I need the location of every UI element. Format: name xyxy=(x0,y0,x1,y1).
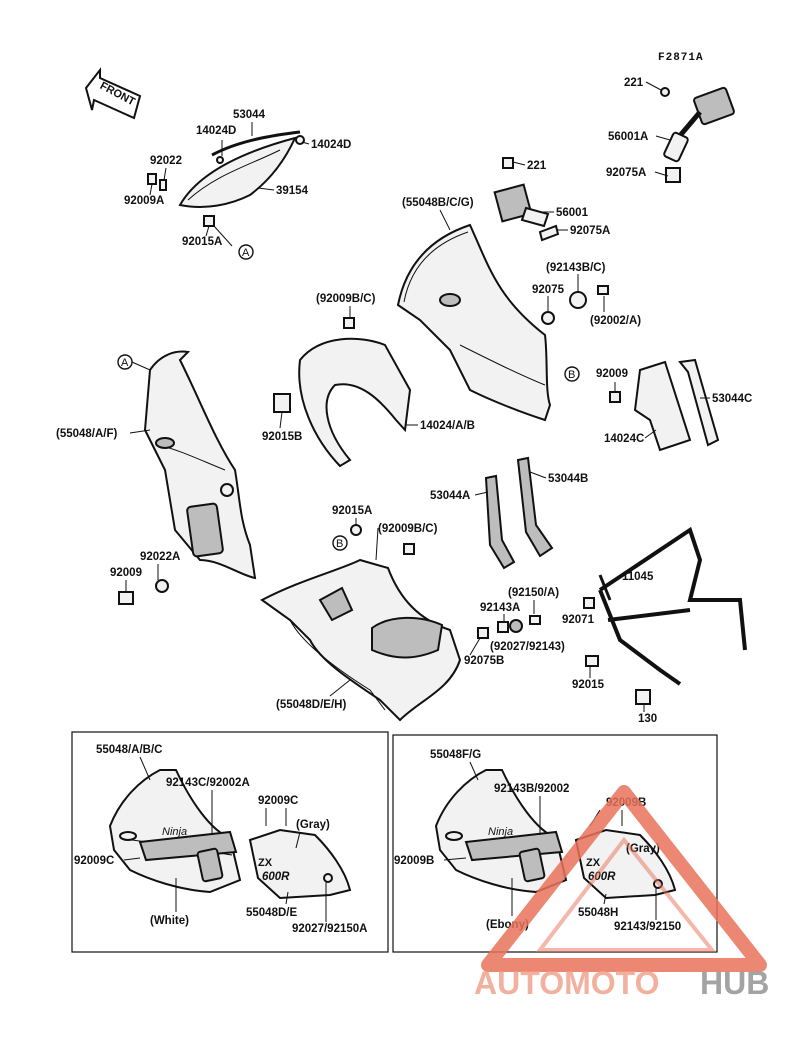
callout-92075B: 92075B xyxy=(464,655,504,667)
inset-left-55048DE: 55048D/E xyxy=(246,907,297,919)
trim-strips-53044AB-part xyxy=(484,456,554,570)
inset-left-92009C-left: 92009C xyxy=(74,855,114,867)
ref-marker-B-right: B xyxy=(568,369,575,381)
inset-right-55048FG: 55048F/G xyxy=(430,749,481,761)
watermark-triangle-icon xyxy=(481,785,767,972)
front-arrow-icon: FRONT xyxy=(84,67,142,120)
windscreen-part xyxy=(147,130,305,227)
inset-left-92027-92150A: 92027/92150A xyxy=(292,923,367,935)
callout-92075A-mid: 92075A xyxy=(570,225,610,237)
callout-221-mid: 221 xyxy=(527,160,547,172)
callout-92015B: 92015B xyxy=(262,431,302,443)
callout-92009-right: 92009 xyxy=(596,368,628,380)
callout-53044B: 53044B xyxy=(548,473,588,485)
callout-92015A-mid: 92015A xyxy=(332,505,372,517)
callout-56001: 56001 xyxy=(556,207,589,219)
callout-92143A: 92143A xyxy=(480,602,520,614)
callout-92009BC-mid: (92009B/C) xyxy=(378,523,438,535)
bolt-92009-icon xyxy=(118,591,134,605)
watermark-text-automoto: AUTOMOTO xyxy=(474,965,659,1001)
inset-right-92143B-92002: 92143B/92002 xyxy=(494,783,569,795)
ref-marker-A-top: A xyxy=(242,247,250,259)
callout-11045: 11045 xyxy=(622,571,654,583)
fairing-bracket-11045-part xyxy=(583,526,747,705)
watermark-logo xyxy=(481,785,767,972)
inset-left-ninja-text: Ninja xyxy=(162,826,187,838)
callout-92071: 92071 xyxy=(562,614,595,626)
watermark-text-hub: HUB xyxy=(700,965,769,1001)
callout-92022: 92022 xyxy=(150,155,182,167)
side-panel-53044C-part xyxy=(609,358,720,452)
inset-right-fairing-drawing xyxy=(434,769,677,900)
washer-92022A-icon xyxy=(155,579,169,593)
callout-92150A: (92150/A) xyxy=(508,587,559,599)
callout-14024D-left: 14024D xyxy=(196,125,236,137)
inset-left-55048ABC: 55048/A/B/C xyxy=(96,744,162,756)
callout-92015: 92015 xyxy=(572,679,605,691)
ref-marker-A-left: A xyxy=(121,357,129,369)
mirror-assembly-left xyxy=(493,157,560,242)
callout-56001A: 56001A xyxy=(608,131,648,143)
callout-92075: 92075 xyxy=(532,284,565,296)
callout-92009-left: 92009 xyxy=(110,567,142,579)
inset-right-zx-text: ZX xyxy=(586,857,601,869)
callout-14024AB: 14024/A/B xyxy=(420,420,475,432)
inset-right-92143-92150: 92143/92150 xyxy=(614,921,681,933)
inset-left-white: (White) xyxy=(150,915,189,927)
callout-92015A-top: 92015A xyxy=(182,236,222,248)
callout-92002A: (92002/A) xyxy=(590,315,641,327)
fasteners-mid xyxy=(477,615,541,639)
inset-left-zx-text: ZX xyxy=(258,857,273,869)
ref-marker-A-top-icon xyxy=(238,244,254,260)
callout-92009BC-top: (92009B/C) xyxy=(316,293,376,305)
inset-left-92009C-top: 92009C xyxy=(258,795,298,807)
callout-221-top: 221 xyxy=(624,77,644,89)
mirror-assembly-right xyxy=(660,86,735,183)
callout-14024D-right: 14024D xyxy=(311,139,351,151)
inset-left-fairing-drawing xyxy=(108,769,352,900)
inset-right-55048H: 55048H xyxy=(578,907,618,919)
callout-92075A-top: 92075A xyxy=(606,167,646,179)
figure-code: F2871A xyxy=(658,52,704,64)
callout-53044A: 53044A xyxy=(430,490,470,502)
callout-55048AF: (55048/A/F) xyxy=(56,428,118,440)
inset-right-92009B-left: 92009B xyxy=(394,855,434,867)
ref-marker-B-right-icon xyxy=(564,366,580,382)
inset-left-model-text: 600R xyxy=(262,871,290,883)
inset-left-gray: (Gray) xyxy=(296,819,330,831)
inset-right-ninja-text: Ninja xyxy=(488,826,513,838)
callout-92143BC: (92143B/C) xyxy=(546,262,606,274)
inset-left-92143C-92002A: 92143C/92002A xyxy=(166,777,250,789)
inner-panel-14024-part xyxy=(273,317,412,468)
callout-55048DEH: (55048D/E/H) xyxy=(276,699,346,711)
callout-53044: 53044 xyxy=(233,109,266,121)
lower-fairing-part xyxy=(260,524,462,722)
callout-39154: 39154 xyxy=(276,185,309,197)
ref-marker-B-mid-icon xyxy=(332,535,348,551)
callout-92022A: 92022A xyxy=(140,551,180,563)
upper-fairing-right-part xyxy=(396,223,609,422)
callout-14024C: 14024C xyxy=(604,433,644,445)
callout-53044C: 53044C xyxy=(712,393,752,405)
callout-130: 130 xyxy=(638,713,657,725)
side-fairing-left-part xyxy=(143,350,257,580)
ref-marker-B-mid: B xyxy=(336,538,343,550)
callout-55048BCG: (55048B/C/G) xyxy=(402,197,474,209)
callout-92009A: 92009A xyxy=(124,195,164,207)
inset-box-left xyxy=(71,731,389,953)
callout-92027-92143: (92027/92143) xyxy=(490,641,565,653)
